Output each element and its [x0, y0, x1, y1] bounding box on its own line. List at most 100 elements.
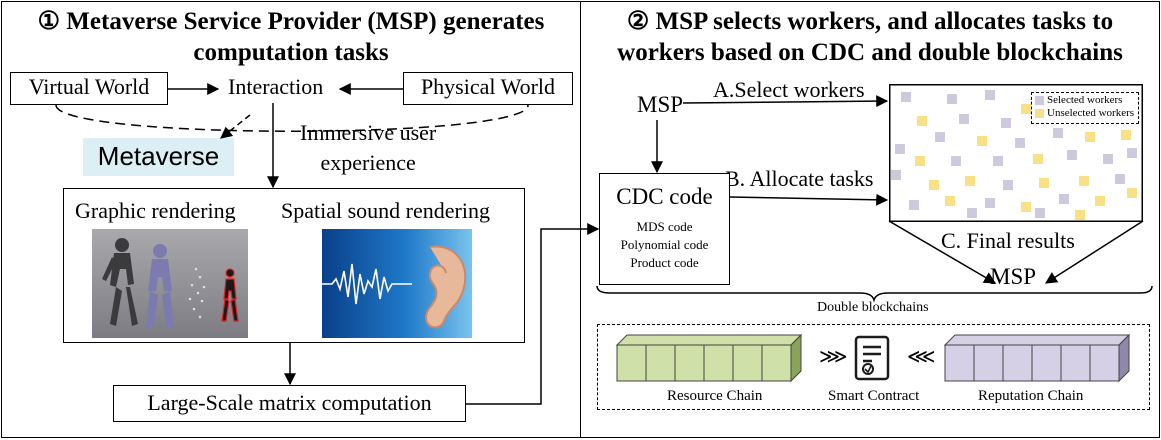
robot-figure — [102, 238, 138, 326]
legend-unselected-swatch — [1035, 109, 1044, 118]
cdc-item-polynomial: Polynomial code — [620, 237, 709, 252]
select-workers-label: A.Select workers — [713, 77, 865, 102]
smart-contract-label: Smart Contract — [828, 388, 920, 404]
funnel-right — [1044, 220, 1144, 284]
reputation-chain-label: Reputation Chain — [978, 388, 1084, 404]
selected-worker — [985, 90, 995, 100]
selected-worker — [1001, 118, 1011, 128]
red-figure — [221, 268, 239, 322]
msp-bottom-label: MSP — [990, 264, 1037, 289]
selected-worker — [1015, 138, 1025, 148]
selected-worker — [951, 156, 961, 166]
selected-worker — [993, 156, 1003, 166]
chain-block — [1089, 344, 1120, 382]
selected-worker — [967, 208, 977, 218]
arrow-select-workers — [682, 95, 889, 108]
unselected-worker — [917, 116, 927, 126]
selected-worker — [901, 92, 911, 102]
physical-world-label: Physical World — [420, 74, 556, 99]
smart-contract-icon — [854, 335, 890, 381]
chain-block — [973, 344, 1004, 382]
unselected-worker — [1079, 176, 1089, 186]
cdc-title: CDC code — [616, 184, 713, 209]
metaverse-label: Metaverse — [97, 141, 220, 171]
immersive-label: Immersive user experience — [300, 118, 436, 178]
unselected-worker — [1033, 154, 1043, 164]
virtual-world-label: Virtual World — [28, 74, 150, 99]
unselected-worker — [945, 196, 955, 206]
unselected-worker — [1095, 196, 1105, 206]
chain-block — [703, 344, 734, 382]
legend-selected-swatch — [1035, 96, 1044, 105]
unselected-worker — [1127, 188, 1137, 198]
selected-worker — [1127, 148, 1137, 158]
selected-worker — [1059, 194, 1069, 204]
final-results-label: C. Final results — [941, 228, 1075, 253]
right-panel — [580, 1, 1160, 438]
right-title: ② MSP selects workers, and allocates tas… — [581, 6, 1159, 68]
chain-block — [1002, 344, 1033, 382]
sound-wave — [322, 263, 412, 305]
physical-world-box — [403, 72, 573, 105]
particle-figure — [188, 267, 206, 319]
arrow-to-metaverse — [220, 114, 251, 139]
workers-legend — [1031, 92, 1139, 124]
arrow-allocate-tasks — [729, 193, 889, 206]
reputation-chain — [943, 333, 1131, 383]
unselected-worker — [1021, 202, 1031, 212]
double-blockchains-label: Double blockchains — [817, 300, 929, 315]
double-blockchain-brace — [596, 285, 1153, 303]
graphic-rendering-image — [92, 229, 248, 338]
unselected-worker — [1021, 104, 1031, 114]
selected-worker — [1115, 174, 1125, 184]
selected-worker — [947, 94, 957, 104]
unselected-worker — [929, 180, 939, 190]
selected-worker — [959, 114, 969, 124]
chain-block — [1060, 344, 1091, 382]
selected-worker — [891, 170, 901, 180]
unselected-worker — [1075, 210, 1085, 220]
arrow-left-symbol: ⋘ — [907, 344, 936, 368]
left-title-line2: computation tasks — [193, 39, 389, 66]
funnel-left — [888, 220, 997, 284]
virtual-world-box — [10, 72, 168, 105]
cdc-code-box — [599, 173, 730, 285]
selected-worker — [1103, 154, 1113, 164]
legend-selected-label: Selected workers — [1047, 94, 1123, 106]
immersive-line1: Immersive user — [300, 120, 437, 145]
chain-block — [761, 344, 792, 382]
chain-block — [616, 344, 647, 382]
spatial-sound-label: Spatial sound rendering — [281, 198, 490, 223]
immersive-line2: experience — [320, 150, 416, 175]
unselected-worker — [977, 136, 987, 146]
selected-worker — [985, 198, 995, 208]
selected-worker — [1053, 128, 1063, 138]
selected-worker — [1067, 150, 1077, 160]
unselected-worker — [1039, 178, 1049, 188]
selected-worker — [1003, 180, 1013, 190]
metaverse-badge — [83, 138, 234, 176]
unselected-worker — [1121, 130, 1131, 140]
msp-top-label: MSP — [637, 92, 684, 117]
metaverse-dashed-arc — [55, 104, 529, 132]
selected-worker — [909, 200, 919, 210]
cdc-item-product: Product code — [630, 255, 699, 270]
graphic-rendering-label: Graphic rendering — [75, 198, 236, 223]
matrix-computation-label: Large-Scale matrix computation — [147, 390, 432, 415]
unselected-worker — [965, 176, 975, 186]
ear-shape — [424, 245, 467, 329]
chain-block — [732, 344, 763, 382]
unselected-worker — [915, 156, 925, 166]
right-title-line2: workers based on CDC and double blockcha… — [617, 39, 1123, 66]
blockchain-container — [597, 324, 1150, 410]
right-title-line1: ② MSP selects workers, and allocates tas… — [626, 8, 1114, 35]
chain-block — [674, 344, 705, 382]
selected-worker — [895, 144, 905, 154]
left-title-line1: ① Metaverse Service Provider (MSP) gener… — [37, 8, 545, 35]
matrix-computation-box — [113, 385, 466, 422]
unselected-worker — [1085, 132, 1095, 142]
legend-unselected-label: Unselected workers — [1047, 107, 1135, 119]
arrow-matrix-to-cdc — [466, 223, 600, 405]
interaction-label: Interaction — [228, 74, 324, 99]
